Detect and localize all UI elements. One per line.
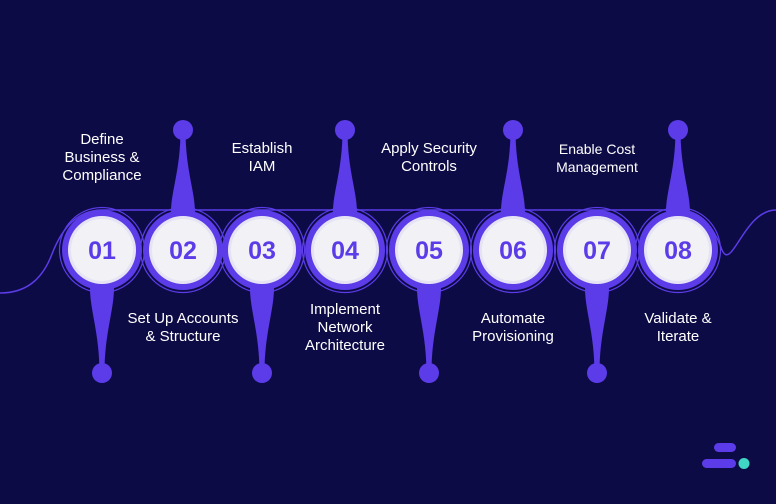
timeline-guide [52,0,728,250]
step-label: Set Up Accounts & Structure [127,310,239,345]
step-pin [335,120,355,140]
step-pin [92,363,112,383]
step-ring [301,206,389,294]
step-stem [250,288,274,373]
step-stem [90,288,114,373]
step-badge-face [231,219,293,281]
step-pin [252,363,272,383]
step-pin [503,120,523,140]
step-stem [666,130,690,212]
step-badge-face [71,219,133,281]
step-number: 02 [169,237,197,265]
step-badge-face [398,219,460,281]
step-badge-face [314,219,376,281]
step-badge-face [152,219,214,281]
step-ring [218,206,306,294]
brand-logo-icon [702,443,750,469]
step-number: 01 [88,237,116,265]
step-stem [171,130,195,212]
step-number: 03 [248,237,276,265]
step-label: Define Business & Compliance [62,131,142,184]
step-stem [585,288,609,373]
step-label: Automate Provisioning [472,310,554,345]
step-ring [385,206,473,294]
step-number: 05 [415,237,443,265]
step-label: Validate & Iterate [644,310,712,345]
step-pin [668,120,688,140]
step-badge-face [566,219,628,281]
step-number: 04 [331,237,359,265]
step-badge-face [482,219,544,281]
step-ring [634,206,722,294]
step-label: Enable Cost Management [556,141,638,175]
step-stem [417,288,441,373]
step-ring [469,206,557,294]
step-pin [173,120,193,140]
step-number: 06 [499,237,527,265]
step-label: Implement Network Architecture [304,301,386,354]
step-stem [333,130,357,212]
step-label: Establish IAM [231,140,293,175]
step-stem [501,130,525,212]
step-number: 07 [583,237,611,265]
step-label: Apply Security Controls [381,140,477,175]
step-number: 08 [664,237,692,265]
step-pin [419,363,439,383]
step-badge-face [647,219,709,281]
step-pin [587,363,607,383]
